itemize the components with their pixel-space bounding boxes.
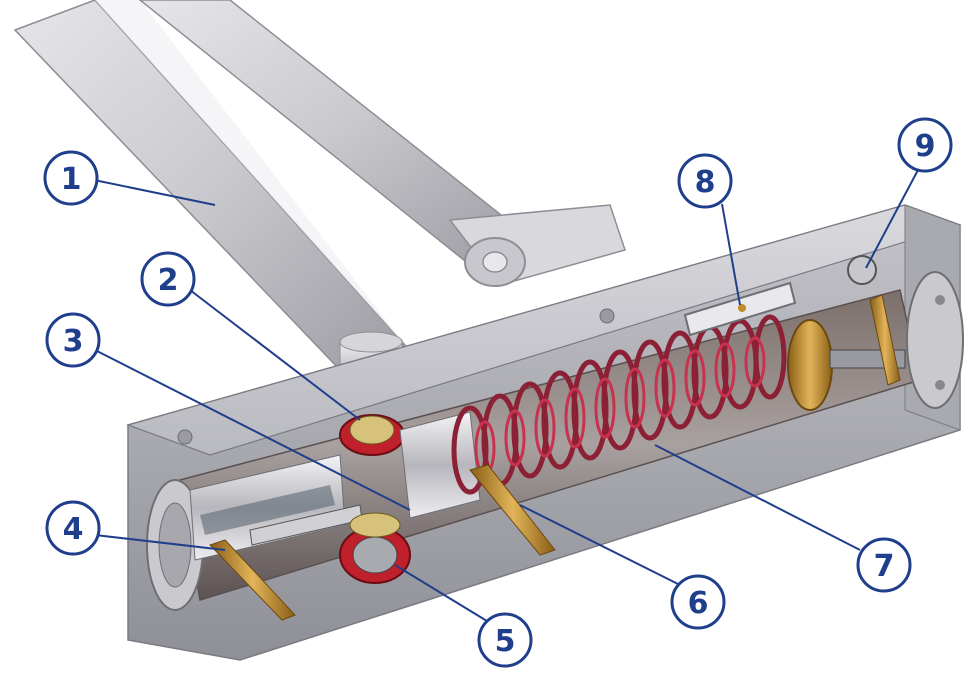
callout-6: 6 [670,574,726,630]
callout-4: 4 [45,500,101,556]
callout-3-label: 3 [63,324,84,359]
callout-2: 2 [140,251,196,307]
pinion-upper [339,414,405,456]
valve-screw-left [209,539,296,621]
callout-7-label: 7 [874,549,895,584]
callout-1-label: 1 [61,162,82,197]
leader-lines [93,169,919,633]
level-window [683,281,797,337]
piston-left [189,454,346,561]
callout-5: 5 [477,612,533,668]
callout-7: 7 [856,537,912,593]
callout-1: 1 [43,150,99,206]
piston-center [399,411,481,519]
callout-8-label: 8 [695,165,716,200]
callout-9: 9 [897,117,953,173]
callout-6-label: 6 [688,586,709,621]
secondary-arm [138,0,626,287]
callout-9-label: 9 [915,129,936,164]
callout-2-label: 2 [158,263,179,298]
callout-8: 8 [677,153,733,209]
callout-3: 3 [45,312,101,368]
callout-4-label: 4 [63,512,84,547]
callout-5-label: 5 [495,624,516,659]
right-end-cap [906,271,964,409]
spring-inner [474,336,766,476]
valve-screw-center [469,464,556,556]
spring-adjuster [787,319,906,411]
pinion-lower [339,512,411,584]
main-arm [13,0,407,371]
